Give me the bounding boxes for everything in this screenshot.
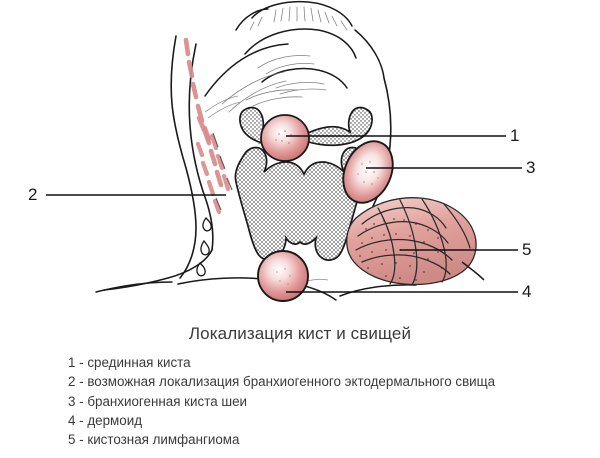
legend-item: 4 - дермоид — [68, 412, 143, 428]
branchial-fistula-tract-secondary — [195, 125, 231, 215]
callout-label-3: 3 — [526, 158, 536, 177]
figure-title: Локализация кист и свищей — [188, 324, 412, 343]
cystic-lymphangioma — [346, 197, 485, 286]
legend-item: 2 - возможная локализация бранхиогенного… — [68, 374, 496, 390]
callout-label-4: 4 — [522, 282, 532, 301]
callout-label-1: 1 — [510, 126, 520, 145]
callout-label-5: 5 — [522, 240, 532, 259]
clavicle-outline — [95, 277, 417, 301]
branchiogenic-cyst — [342, 140, 394, 204]
legend-item: 5 - кистозная лимфангиома — [68, 432, 240, 448]
legend-item: 1 - срединная киста — [68, 355, 191, 370]
legend-item: 3 - бранхиогенная киста шеи — [68, 393, 248, 409]
neck-anatomy-illustration — [46, 0, 522, 302]
median-cyst — [260, 114, 310, 162]
legend-list: 1 - срединная киста 2 - возможная локали… — [68, 353, 600, 449]
fistula-tract-darkline — [212, 132, 233, 211]
callout-label-2: 2 — [28, 185, 38, 204]
callout-leader-lines — [46, 135, 522, 293]
anatomical-figure: 1 3 5 4 2 — [28, 0, 536, 302]
fistula-opening-droplets — [196, 217, 212, 277]
caption-block: Локализация кист и свищей 1 - срединная … — [0, 318, 600, 449]
dermoid-cyst — [257, 250, 309, 302]
chin-and-jaw-outline — [204, 0, 385, 97]
